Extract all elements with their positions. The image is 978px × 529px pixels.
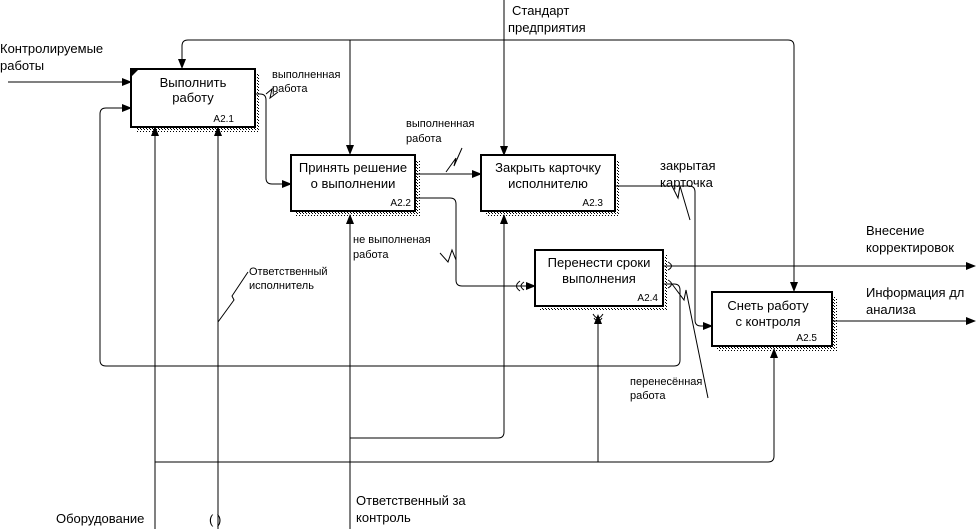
- box-a25: Снеть работу с контроля A2.5: [711, 291, 833, 347]
- box-label-line: Снеть работу: [727, 298, 809, 313]
- arrow-labels: Контролируемые работы Стандарт предприят…: [0, 3, 964, 527]
- label-closed-card: карточка: [660, 175, 714, 190]
- label-responsible-control: контроль: [356, 510, 411, 525]
- label-responsible-control: Ответственный за: [356, 493, 466, 508]
- box-number: A2.2: [390, 198, 411, 209]
- label-not-done: не выполненая: [353, 234, 431, 246]
- label-corrections: корректировок: [866, 240, 954, 255]
- label-info: Информация дл: [866, 285, 964, 300]
- tunnel-mark: [516, 280, 521, 292]
- arrow-standard-a21: [178, 39, 504, 69]
- box-label-line: Закрыть карточку: [495, 160, 601, 175]
- box-label-line: Выполнить: [160, 75, 227, 90]
- box-label-line: Перенести сроки: [548, 255, 651, 270]
- label-done-work-2: выполненная: [406, 118, 474, 130]
- label-standard: Стандарт: [512, 3, 569, 18]
- label-not-done: работа: [353, 249, 389, 261]
- label-controlled-works: работы: [0, 58, 44, 73]
- arrow-a23-a25: [615, 185, 713, 330]
- box-label-line: исполнителю: [508, 176, 588, 191]
- label-done-work: выполненная: [272, 69, 340, 81]
- box-number: A2.4: [637, 293, 658, 304]
- label-responsible-exec: исполнитель: [249, 280, 314, 292]
- tunnel-mark: [667, 261, 672, 271]
- arrows: [8, 0, 976, 529]
- box-label-line: выполнения: [562, 271, 636, 286]
- box-label-line: с контроля: [735, 314, 800, 329]
- tunnel-mark: [592, 313, 604, 319]
- tunnel-mark: [520, 281, 525, 291]
- box-a22: Принять решение о выполнении A2.2: [290, 154, 416, 212]
- label-done-work: работа: [272, 83, 308, 95]
- box-number: A2.3: [582, 198, 603, 209]
- label-moved-work: работа: [630, 390, 666, 402]
- arrow-a22-a24: [415, 197, 536, 290]
- label-moved-work: перенесённая: [630, 376, 702, 388]
- box-number: A2.5: [796, 333, 817, 344]
- arrow-feedback-a21: [99, 104, 681, 367]
- label-standard: предприятия: [508, 20, 586, 35]
- squiggles: [217, 87, 709, 399]
- box-label-line: о выполнении: [311, 176, 396, 191]
- box-number: A2.1: [213, 114, 234, 125]
- arrow-standard-a25: [504, 39, 798, 292]
- box-label-line: Принять решение: [299, 160, 407, 175]
- label-closed-card: закрытая: [660, 158, 716, 173]
- label-corrections: Внесение: [866, 223, 924, 238]
- box-a23: Закрыть карточку исполнителю A2.3: [480, 154, 616, 212]
- arrow-mech-control-a23: [350, 214, 508, 439]
- arrow-equipment-a25: [155, 348, 778, 463]
- label-equipment: Оборудование: [56, 511, 144, 526]
- box-a21: Выполнить работу A2.1: [130, 68, 256, 128]
- box-label-line: работу: [172, 90, 214, 105]
- arrow-a21-a22: [255, 93, 292, 188]
- label-done-work-2: работа: [406, 133, 442, 145]
- label-controlled-works: Контролируемые: [0, 41, 103, 56]
- label-info: анализа: [866, 302, 916, 317]
- label-responsible-exec: Ответственный: [249, 266, 328, 278]
- tunnel-mark: [667, 279, 672, 289]
- box-a24: Перенести сроки выполнения A2.4: [534, 249, 664, 307]
- tunnel-mark: [593, 317, 603, 322]
- label-paren: ( ): [209, 512, 221, 527]
